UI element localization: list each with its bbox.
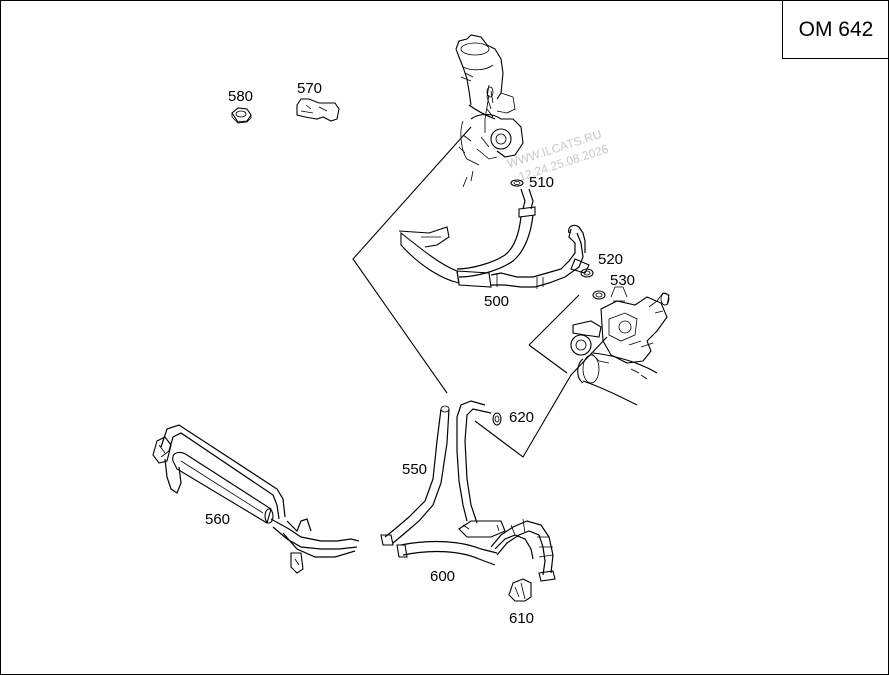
part-500-pressure-hose[interactable] bbox=[398, 188, 590, 289]
watermark: WWW.ILCATS.RU 12.24.25.08.2026 bbox=[505, 127, 610, 184]
label-600: 600 bbox=[430, 568, 455, 585]
label-620: 620 bbox=[509, 409, 534, 426]
label-500: 500 bbox=[484, 293, 509, 310]
label-550: 550 bbox=[402, 461, 427, 478]
part-620-seal-ring[interactable] bbox=[492, 412, 502, 426]
part-610-clamp[interactable] bbox=[508, 578, 532, 602]
part-600-hose[interactable] bbox=[396, 518, 556, 582]
part-510-seal-ring[interactable] bbox=[510, 179, 524, 187]
part-520-seal-ring[interactable] bbox=[580, 268, 594, 278]
label-520: 520 bbox=[598, 251, 623, 268]
pump-reservoir-assembly[interactable] bbox=[455, 34, 524, 188]
part-560-oil-cooler[interactable] bbox=[152, 424, 360, 574]
part-570-bracket[interactable] bbox=[296, 98, 340, 122]
label-580: 580 bbox=[228, 88, 253, 105]
diagram-code: OM 642 bbox=[782, 1, 889, 59]
label-570: 570 bbox=[297, 80, 322, 97]
label-510: 510 bbox=[529, 174, 554, 191]
part-550-return-hose[interactable] bbox=[380, 405, 450, 546]
label-610: 610 bbox=[509, 610, 534, 627]
return-pipe[interactable] bbox=[456, 400, 492, 524]
part-530-seal-ring[interactable] bbox=[592, 290, 606, 300]
label-560: 560 bbox=[205, 511, 230, 528]
part-580-nut[interactable] bbox=[231, 107, 252, 124]
leader-line-620 bbox=[474, 336, 608, 458]
steering-gear-assembly[interactable] bbox=[528, 286, 670, 406]
part-labels: 580 570 510 520 530 500 620 550 560 600 … bbox=[205, 80, 635, 627]
label-530: 530 bbox=[610, 272, 635, 289]
leader-line-upper bbox=[352, 126, 472, 394]
